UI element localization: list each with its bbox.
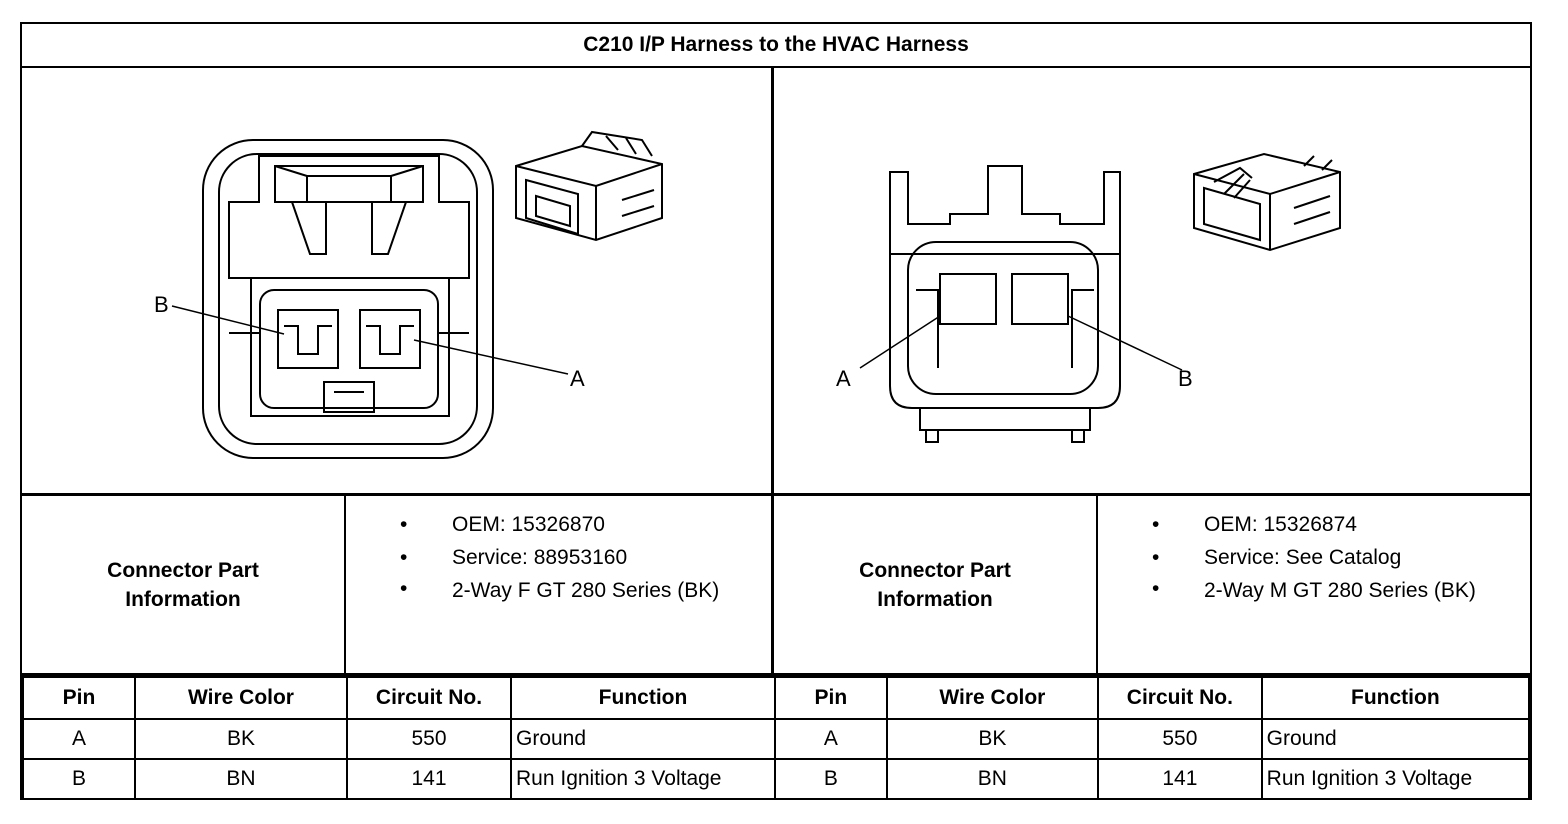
female-connector-face-drawing [171, 130, 663, 459]
header-pin: Pin [22, 676, 136, 720]
cell-wire-color: BK [134, 718, 348, 760]
right-info-label: Connector Part Information [774, 496, 1098, 673]
cell-wire-color: BK [885, 718, 1100, 760]
table-row: B BN 141 Run Ignition 3 Voltage [774, 758, 1531, 800]
right-pin-table: Pin Wire Color Circuit No. Function A BK… [774, 676, 1531, 800]
table-row: B BN 141 Run Ignition 3 Voltage [22, 758, 776, 800]
cell-pin: A [22, 718, 136, 760]
connector-images: B A [22, 68, 1530, 496]
right-info-list: OEM: 15326874 Service: See Catalog 2-Way… [1098, 496, 1530, 673]
cell-circuit: 550 [1097, 718, 1263, 760]
left-info-series: 2-Way F GT 280 Series (BK) [346, 574, 752, 605]
cell-function: Ground [1260, 718, 1531, 760]
left-info-list: OEM: 15326870 Service: 88953160 2-Way F … [346, 496, 774, 673]
cell-wire-color: BN [134, 758, 348, 800]
right-connector-view: A B [774, 68, 1530, 493]
cell-function: Ground [510, 718, 776, 760]
cell-pin: B [22, 758, 136, 800]
cell-function: Run Ignition 3 Voltage [1260, 758, 1531, 800]
header-function: Function [510, 676, 776, 720]
left-info-label: Connector Part Information [22, 496, 346, 673]
page-title: C210 I/P Harness to the HVAC Harness [22, 24, 1530, 68]
cell-pin: A [774, 718, 888, 760]
left-info-service: Service: 88953160 [346, 541, 752, 574]
header-wire-color: Wire Color [134, 676, 348, 720]
table-row: A BK 550 Ground [774, 718, 1531, 760]
connector-sheet: C210 I/P Harness to the HVAC Harness [20, 22, 1532, 800]
header-circuit-no: Circuit No. [1097, 676, 1263, 720]
table-header-row: Pin Wire Color Circuit No. Function [774, 676, 1531, 720]
table-row: A BK 550 Ground [22, 718, 776, 760]
header-wire-color: Wire Color [885, 676, 1100, 720]
header-function: Function [1260, 676, 1531, 720]
right-info-label-text: Connector Part Information [859, 558, 1011, 611]
connector-part-info-row: Connector Part Information OEM: 15326870… [22, 496, 1530, 676]
left-info-oem: OEM: 15326870 [346, 508, 752, 541]
left-connector-view: B A [22, 68, 774, 493]
male-connector-face-drawing [859, 152, 1341, 443]
right-info-service: Service: See Catalog [1098, 541, 1504, 574]
header-pin: Pin [774, 676, 888, 720]
left-info-label-text: Connector Part Information [107, 558, 259, 611]
cell-circuit: 550 [346, 718, 512, 760]
table-header-row: Pin Wire Color Circuit No. Function [22, 676, 776, 720]
right-info-series: 2-Way M GT 280 Series (BK) [1098, 574, 1504, 605]
header-circuit-no: Circuit No. [346, 676, 512, 720]
cell-circuit: 141 [1097, 758, 1263, 800]
cell-wire-color: BN [885, 758, 1100, 800]
right-info-oem: OEM: 15326874 [1098, 508, 1504, 541]
left-pin-table: Pin Wire Color Circuit No. Function A BK… [22, 676, 776, 800]
cell-function: Run Ignition 3 Voltage [510, 758, 776, 800]
cell-pin: B [774, 758, 888, 800]
cell-circuit: 141 [346, 758, 512, 800]
